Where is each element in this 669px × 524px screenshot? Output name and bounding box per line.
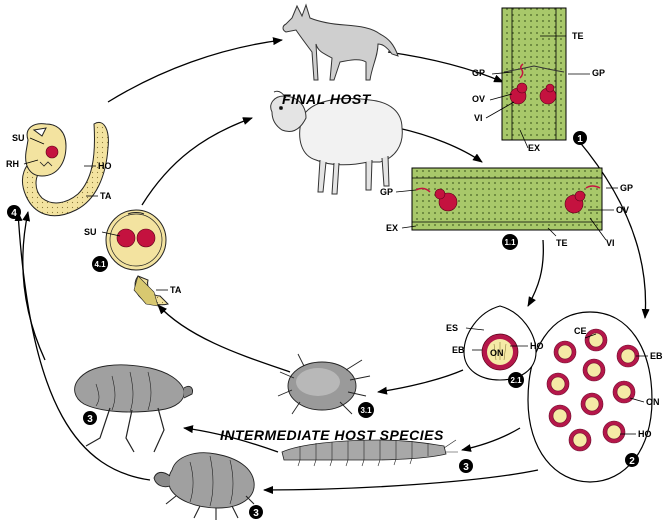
intermediate-host-title: INTERMEDIATE HOST SPECIES xyxy=(220,427,444,443)
sheep-illustration xyxy=(270,90,403,195)
egg-packet-eggs xyxy=(546,328,640,452)
dog-illustration xyxy=(282,3,399,81)
label-gp-mid-left: GP xyxy=(380,187,393,197)
arrow-scolex41-to-sheep xyxy=(141,117,253,206)
label-ta-4: TA xyxy=(100,191,112,201)
label-te-mid: TE xyxy=(556,238,568,248)
final-host-title: FINAL HOST xyxy=(282,91,372,107)
label-on-single: ON xyxy=(490,348,504,358)
label-ho-egg: HO xyxy=(638,429,652,439)
label-eb-egg: EB xyxy=(650,351,663,361)
arrow-dog-to-segment xyxy=(387,51,504,83)
arrow-louse-to-scolex xyxy=(14,211,151,481)
proglottid-segment-1 xyxy=(501,7,567,141)
adult-worm-illustration xyxy=(22,122,109,217)
label-ta-41: TA xyxy=(170,285,182,295)
arrow-segment-to-eggpacket xyxy=(577,139,650,319)
svg-text:4: 4 xyxy=(11,208,17,219)
arrow-larva-to-flea xyxy=(183,425,279,453)
label-ho-4: HO xyxy=(98,161,112,171)
stage-badge-3-flea: 3 xyxy=(83,411,97,425)
label-vi-mid: VI xyxy=(606,238,615,248)
label-gp-mid-right: GP xyxy=(620,183,633,193)
label-ex-mid: EX xyxy=(386,223,398,233)
label-ov-top: OV xyxy=(472,94,485,104)
labels-egg-packet xyxy=(584,333,648,435)
label-te-top: TE xyxy=(572,31,584,41)
labels-single-egg xyxy=(465,327,528,351)
louse-illustration xyxy=(153,452,255,520)
ovary-left-11 xyxy=(415,187,458,212)
label-rh-4: RH xyxy=(6,159,19,169)
labels-segment-1-1 xyxy=(395,187,618,241)
larva-illustration xyxy=(281,439,458,467)
arrow-scolex-to-dog xyxy=(107,37,283,103)
stage-badge-3-1: 3.1 xyxy=(358,402,374,418)
stage-badge-1-1: 1.1 xyxy=(502,234,518,250)
arrow-flea-to-scolex xyxy=(22,211,46,361)
ovary-vitellarium-left xyxy=(509,63,528,105)
cycle-arrows xyxy=(14,37,650,494)
stage-badge-4-1: 4.1 xyxy=(92,256,108,272)
label-ex-top: EX xyxy=(528,143,540,153)
label-ce: CE xyxy=(574,326,587,336)
proglottid-segment-1-1 xyxy=(411,167,603,231)
label-su-4: SU xyxy=(12,133,25,143)
svg-text:1.1: 1.1 xyxy=(504,238,516,247)
label-ov-mid: OV xyxy=(616,205,629,215)
single-egg xyxy=(463,305,537,381)
flea-illustration xyxy=(74,364,193,453)
label-gp-top-right: GP xyxy=(592,68,605,78)
arrow-segment11-to-egg xyxy=(527,239,544,307)
mite-illustration xyxy=(277,353,371,415)
svg-text:2: 2 xyxy=(629,456,635,467)
stage-badge-4: 4 xyxy=(7,205,21,219)
egg-packet xyxy=(527,311,653,483)
label-on-egg: ON xyxy=(646,397,660,407)
arrow-sheep-to-segment11 xyxy=(397,127,483,163)
label-vi-top: VI xyxy=(474,113,483,123)
ovary-vitellarium-right xyxy=(539,83,557,105)
label-eb-single: EB xyxy=(452,345,465,355)
svg-text:1: 1 xyxy=(577,134,583,145)
arrow-eggpacket-to-louse xyxy=(263,469,539,494)
svg-text:2.1: 2.1 xyxy=(510,376,522,385)
svg-text:3: 3 xyxy=(463,462,469,473)
stage-badge-3-louse: 3 xyxy=(249,505,263,519)
labels-segment-1 xyxy=(485,35,590,149)
stage-badge-3-larva: 3 xyxy=(459,459,473,473)
arrow-egg-to-mite xyxy=(377,369,464,395)
labels-adult-worm xyxy=(23,137,98,197)
labels-cysticercoid xyxy=(101,231,168,291)
arrow-eggpacket-to-larva xyxy=(461,427,521,452)
svg-text:3: 3 xyxy=(253,508,259,519)
ovary-right-11 xyxy=(564,185,601,214)
svg-text:3: 3 xyxy=(87,414,93,425)
label-ho-single: HO xyxy=(530,341,544,351)
stage-badge-2-1: 2.1 xyxy=(508,372,524,388)
label-su-41: SU xyxy=(84,227,97,237)
arrow-mite-to-scolex41 xyxy=(157,304,291,373)
svg-text:3.1: 3.1 xyxy=(360,406,372,415)
svg-text:4.1: 4.1 xyxy=(94,260,106,269)
cysticercoid-illustration xyxy=(105,209,169,307)
stage-badge-2: 2 xyxy=(625,453,639,467)
stage-badge-1: 1 xyxy=(573,131,587,145)
label-gp-top-left: GP xyxy=(472,68,485,78)
label-es: ES xyxy=(446,323,458,333)
